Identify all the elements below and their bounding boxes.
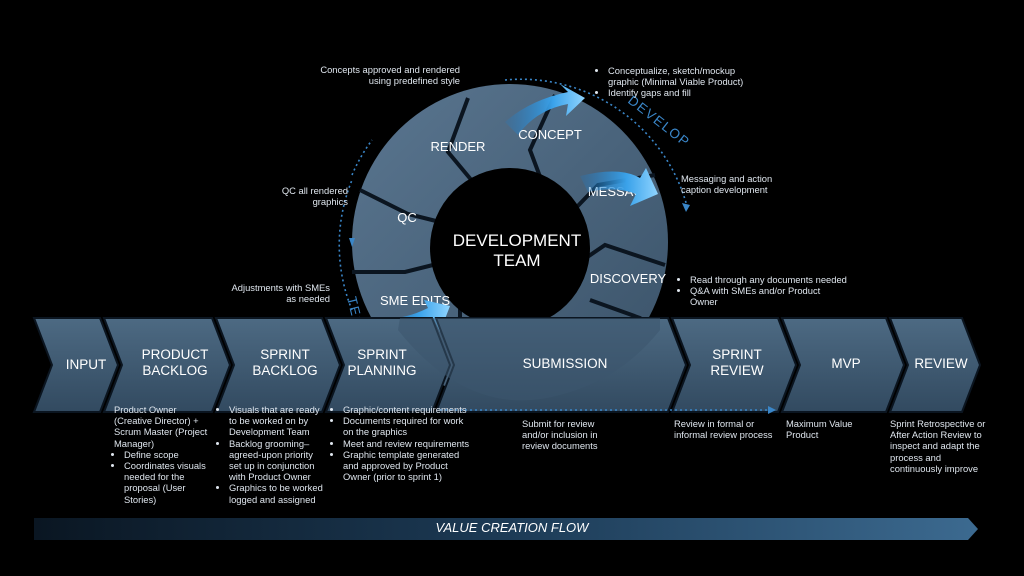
value-flow-label: VALUE CREATION FLOW (435, 520, 589, 535)
develop-arc (504, 78, 689, 211)
test-arc-upper (351, 139, 373, 176)
arrow-message-icon (580, 168, 658, 206)
label-product-backlog-2: BACKLOG (142, 363, 207, 378)
label-sprint-backlog-2: BACKLOG (252, 363, 317, 378)
note-discovery: Read through any documents needed Q&A wi… (680, 274, 850, 308)
wheel-label-discovery: DISCOVERY (590, 271, 667, 286)
note-sprint-backlog-item: Graphics to be worked logged and assigne… (229, 482, 325, 504)
value-flow-bar (34, 518, 978, 540)
submission-arrowhead-icon (768, 406, 776, 414)
center-title-line2: TEAM (493, 251, 540, 270)
note-concept: Conceptualize, sketch/mockup graphic (Mi… (598, 65, 758, 99)
divider-render-qc (445, 97, 480, 190)
note-sprint-planning: Graphic/content requirements Documents r… (333, 404, 471, 482)
note-mvp: Maximum Value Product (786, 418, 853, 441)
center-title-line1: DEVELOPMENT (453, 231, 581, 250)
label-sprint-backlog-1: SPRINT (260, 347, 310, 362)
label-sprint-review-2: REVIEW (710, 363, 764, 378)
note-product-backlog-item: Define scope (124, 449, 212, 460)
segment-product-backlog (102, 317, 232, 413)
note-sprint-review: Review in formal or informal review proc… (674, 418, 773, 441)
note-concept-item: Conceptualize, sketch/mockup graphic (Mi… (608, 65, 758, 87)
note-discovery-item: Read through any documents needed (690, 274, 850, 285)
test-arc-lower (338, 179, 353, 311)
note-sprint-backlog-item: Backlog grooming–agreed-upon priority se… (229, 438, 325, 483)
segment-review (888, 317, 982, 413)
wheel-label-render: RENDER (431, 139, 486, 154)
segment-sprint-backlog (214, 317, 342, 413)
wheel-label-concept: CONCEPT (518, 127, 582, 142)
divider-qc-sme (352, 260, 446, 274)
note-message: Messaging and action caption development (681, 173, 773, 196)
note-sprint-backlog-item: Visuals that are ready to be worked on b… (229, 404, 325, 438)
wheel-overlap (398, 318, 660, 401)
label-sprint-planning-1: SPRINT (357, 347, 407, 362)
label-review: REVIEW (914, 356, 968, 371)
center-hub (430, 168, 590, 328)
note-qc: QC all rendered graphics (281, 185, 348, 208)
segment-input (32, 317, 120, 413)
note-sprint-planning-item: Graphic template generated and approved … (343, 449, 471, 483)
test-arrowhead-icon (349, 238, 355, 247)
note-concept-item: Identify gaps and fill (608, 87, 758, 98)
arrow-concept-icon (505, 84, 585, 135)
label-sprint-planning-2: PLANNING (347, 363, 416, 378)
segment-sprint-review (670, 317, 798, 413)
divider-qc-top (359, 188, 441, 224)
note-render: Concepts approved and rendered using pre… (320, 64, 460, 87)
develop-label: DEVELOP (625, 93, 693, 151)
note-sprint-planning-item: Graphic/content requirements (343, 404, 471, 415)
pipeline: INPUT PRODUCT BACKLOG SPRINT BACKLOG SPR… (32, 317, 982, 413)
label-input: INPUT (66, 357, 107, 372)
label-sprint-review-1: SPRINT (712, 347, 762, 362)
note-sme: Adjustments with SMEs as needed (231, 282, 330, 305)
develop-arrowhead-icon (682, 203, 690, 212)
note-sprint-backlog: Visuals that are ready to be worked on b… (219, 404, 325, 505)
label-product-backlog-1: PRODUCT (142, 347, 209, 362)
wheel-label-qc: QC (397, 210, 417, 225)
note-product-backlog-item: Coordinates visuals needed for the propo… (124, 460, 212, 505)
note-discovery-item: Q&A with SMEs and/or Product Owner (690, 285, 850, 307)
label-submission: SUBMISSION (523, 356, 608, 371)
label-mvp: MVP (831, 356, 860, 371)
note-product-backlog: Product Owner (Creative Director) + Scru… (114, 404, 212, 505)
note-sprint-planning-item: Documents required for work on the graph… (343, 415, 471, 437)
note-review: Sprint Retrospective or After Action Rev… (890, 418, 986, 474)
note-submission: Submit for review and/or inclusion in re… (522, 418, 598, 452)
note-sprint-planning-item: Meet and review requirements (343, 438, 471, 449)
segment-mvp (780, 317, 906, 413)
